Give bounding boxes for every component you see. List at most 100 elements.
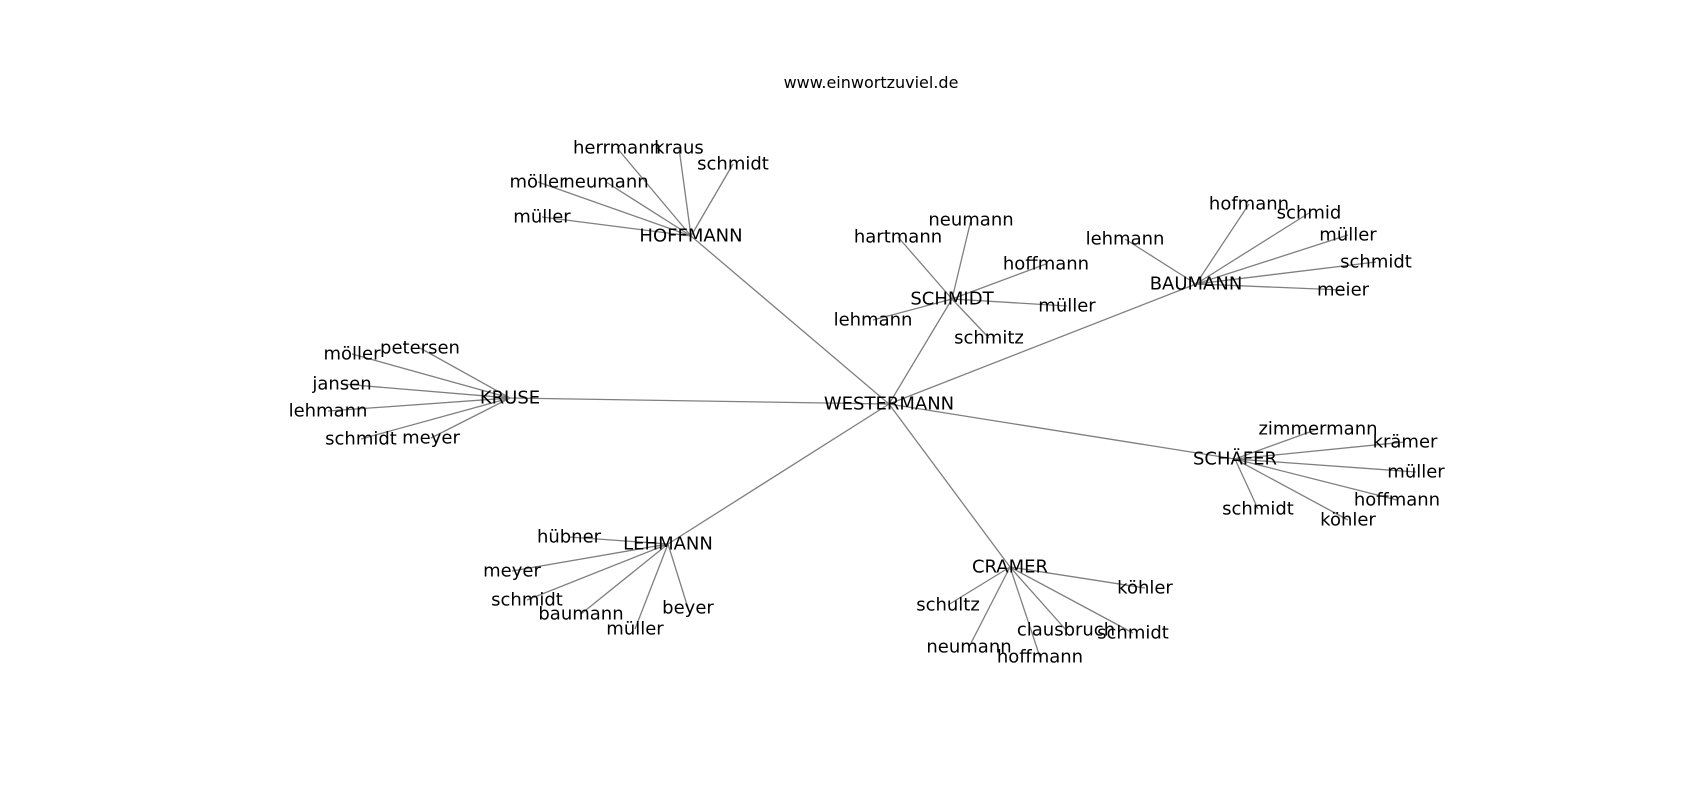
leaf-node-label: schmidt <box>1097 623 1169 644</box>
hub-leaf-edge <box>1234 458 1398 501</box>
leaf-node-label: herrmann <box>573 138 661 159</box>
leaf-node-label: jansen <box>311 374 371 395</box>
hub-leaf-edge <box>678 147 692 237</box>
leaf-node-label: lehmann <box>289 401 368 422</box>
center-hub-edge <box>667 403 890 545</box>
hub-leaf-edge <box>667 543 689 609</box>
leaf-node-label: meier <box>1317 280 1370 301</box>
label-layer: www.einwortzuviel.de WESTERMANNHOFFMANNh… <box>289 73 1446 668</box>
leaf-node-label: neumann <box>926 637 1011 658</box>
hub-leaf-edge <box>526 543 669 601</box>
hub-leaf-edge <box>1234 458 1349 521</box>
hub-leaf-edge <box>351 353 511 399</box>
leaf-node-label: müller <box>513 207 571 228</box>
center-hub-edge <box>690 235 890 405</box>
center-node-label: WESTERMANN <box>824 394 954 415</box>
hub-leaf-edge <box>568 536 669 545</box>
hub-node-label: KRUSE <box>480 388 540 409</box>
center-hub-edge <box>888 403 1011 568</box>
hub-node-label: SCHÄFER <box>1193 449 1277 470</box>
hub-leaf-edge <box>327 397 511 412</box>
hub-leaf-edge <box>947 566 1011 606</box>
hub-leaf-edge <box>537 181 692 237</box>
leaf-node-label: hartmann <box>854 227 942 248</box>
leaf-node-label: köhler <box>1117 578 1173 599</box>
leaf-node-label: beyer <box>662 598 714 619</box>
leaf-node-label: möller <box>323 344 381 365</box>
leaf-node-label: müller <box>1038 296 1096 317</box>
leaf-node-label: schmidt <box>697 154 769 175</box>
hub-leaf-edge <box>580 543 669 615</box>
hub-leaf-edge <box>968 566 1011 648</box>
hub-leaf-edge <box>1009 566 1041 658</box>
hub-leaf-edge <box>634 543 669 630</box>
hub-leaf-edge <box>341 383 511 399</box>
hub-leaf-edge <box>419 347 511 399</box>
leaf-node-label: meyer <box>402 428 460 449</box>
leaf-node-label: lehmann <box>834 310 913 331</box>
hub-node-label: LEHMANN <box>623 534 713 555</box>
hub-node-label: CRAMER <box>972 557 1048 578</box>
leaf-node-label: hoffmann <box>1354 490 1440 511</box>
leaf-node-label: müller <box>1387 462 1445 483</box>
hub-leaf-edge <box>1234 428 1319 460</box>
hub-leaf-edge <box>541 216 692 237</box>
hub-leaf-edge <box>1124 238 1197 285</box>
hub-leaf-edge <box>605 181 692 237</box>
leaf-node-label: neumann <box>928 210 1013 231</box>
hub-leaf-edge <box>1195 234 1349 285</box>
hub-leaf-edge <box>1009 566 1134 634</box>
hub-leaf-edge <box>1009 566 1067 631</box>
center-hub-edge <box>888 283 1197 405</box>
hub-leaf-edge <box>951 219 972 300</box>
hub-leaf-edge <box>1195 283 1344 291</box>
graph-title: www.einwortzuviel.de <box>784 73 959 92</box>
leaf-node-label: müller <box>606 619 664 640</box>
leaf-node-label: hoffmann <box>997 647 1083 668</box>
center-hub-edge <box>888 403 1236 460</box>
center-hub-edge <box>888 298 953 405</box>
leaf-node-label: petersen <box>380 338 460 359</box>
leaf-node-label: schmidt <box>491 590 563 611</box>
hub-leaf-edge <box>897 236 953 300</box>
leaf-node-label: schmidt <box>1222 499 1294 520</box>
leaf-node-label: möller <box>509 172 567 193</box>
leaf-node-label: schmid <box>1277 203 1342 224</box>
hub-leaf-edge <box>872 298 953 321</box>
hub-leaf-edge <box>1195 261 1377 285</box>
edge-layer <box>327 147 1417 658</box>
hub-leaf-edge <box>511 543 669 572</box>
leaf-node-label: schmitz <box>954 328 1024 349</box>
leaf-node-label: neumann <box>563 172 648 193</box>
leaf-node-label: hübner <box>537 527 602 548</box>
leaf-node-label: hoffmann <box>1003 254 1089 275</box>
hub-leaf-edge <box>1009 566 1146 589</box>
leaf-node-label: müller <box>1319 225 1377 246</box>
hub-leaf-edge <box>1234 458 1259 510</box>
leaf-node-label: krämer <box>1373 432 1438 453</box>
hub-leaf-edge <box>1195 212 1310 285</box>
leaf-node-label: schmidt <box>1340 252 1412 273</box>
hub-leaf-edge <box>1234 458 1417 473</box>
leaf-node-label: schmidt <box>325 429 397 450</box>
leaf-node-label: baumann <box>538 604 623 625</box>
leaf-node-label: zimmermann <box>1258 419 1377 440</box>
leaf-node-label: lehmann <box>1086 229 1165 250</box>
hub-leaf-edge <box>1195 203 1250 285</box>
leaf-node-label: clausbruch <box>1017 620 1115 641</box>
hub-node-label: BAUMANN <box>1150 274 1243 295</box>
hub-node-label: SCHMIDT <box>910 289 994 310</box>
hub-leaf-edge <box>690 163 734 237</box>
hub-leaf-edge <box>951 298 1068 307</box>
hub-leaf-edge <box>430 397 511 439</box>
leaf-node-label: köhler <box>1320 510 1376 531</box>
hub-leaf-edge <box>360 397 511 440</box>
leaf-node-label: schultz <box>916 595 980 616</box>
hub-leaf-edge <box>1234 441 1406 460</box>
leaf-node-label: kraus <box>654 138 704 159</box>
leaf-node-label: hofmann <box>1209 194 1289 215</box>
hub-leaf-edge <box>951 263 1047 300</box>
center-hub-edge <box>509 397 890 405</box>
hub-leaf-edge <box>616 147 692 237</box>
